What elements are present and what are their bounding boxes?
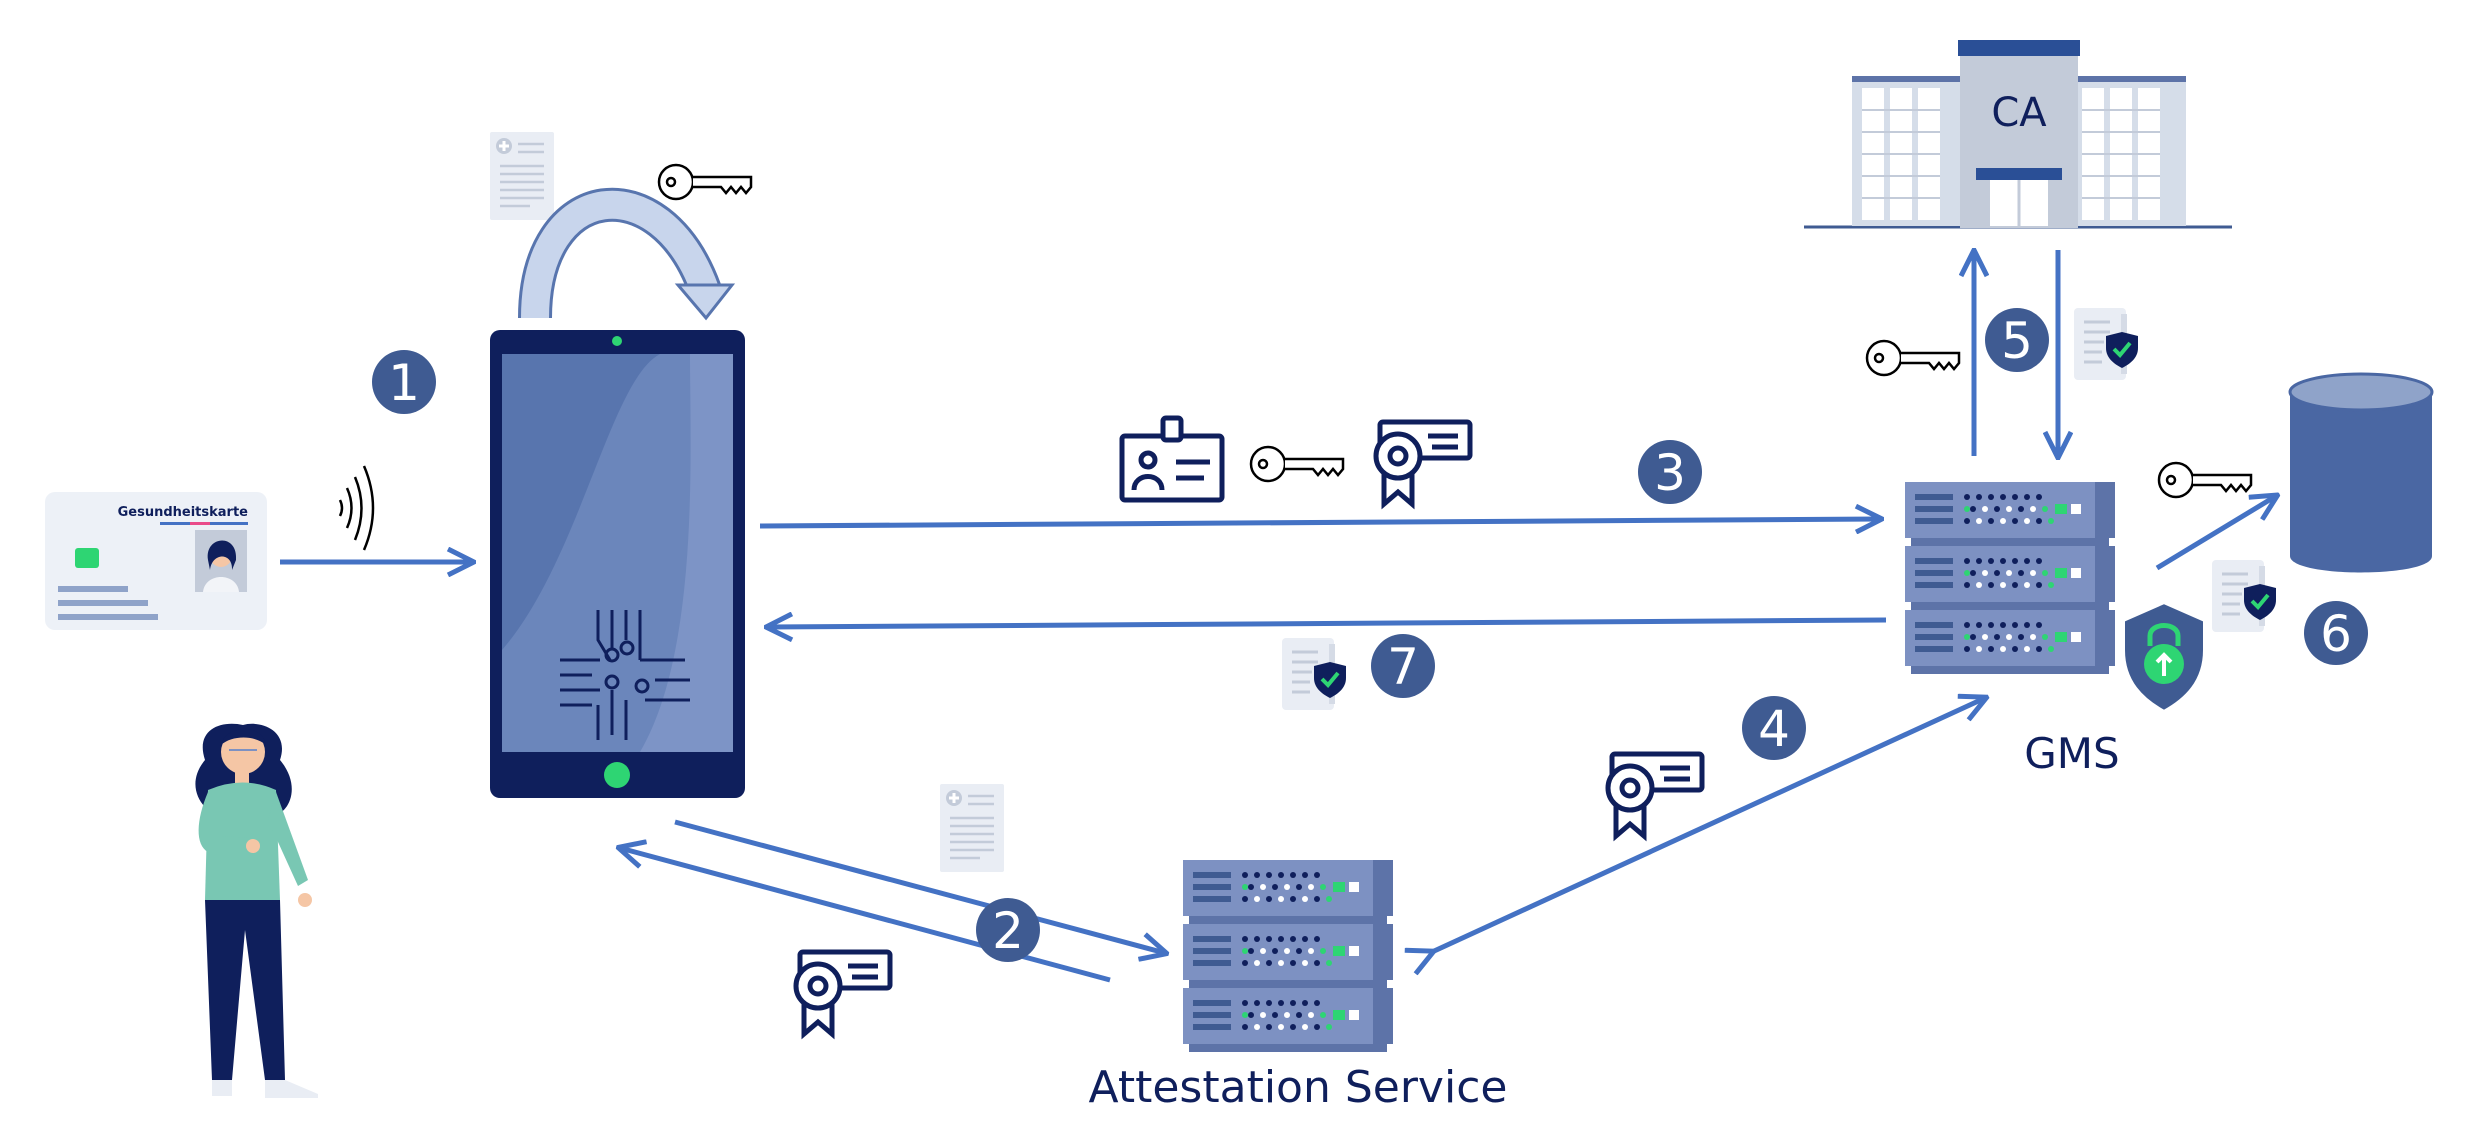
- svg-text:5: 5: [2001, 312, 2033, 370]
- chip-circuit-icon: [560, 610, 690, 740]
- signed-document-icon: [2212, 560, 2276, 632]
- svg-text:2: 2: [992, 902, 1024, 960]
- svg-text:4: 4: [1758, 700, 1790, 758]
- id-badge-icon: [1119, 415, 1225, 503]
- step-badge-4: 4: [1742, 696, 1806, 760]
- key-icon: [1865, 339, 1961, 377]
- local-key-generation: [488, 130, 753, 321]
- mobile-device: [490, 330, 745, 798]
- document-icon: [488, 130, 556, 222]
- svg-text:6: 6: [2320, 605, 2352, 663]
- database-icon: [2288, 372, 2434, 573]
- user-figure: [195, 723, 318, 1098]
- step-badge-5: 5: [1985, 308, 2049, 372]
- certificate-icon: [1376, 422, 1470, 504]
- ca-building: [1804, 40, 2232, 229]
- attestation-to-tablet-arrow: [620, 848, 1111, 983]
- ca-label: CA: [1991, 90, 2047, 136]
- step-badge-6: 6: [2304, 601, 2368, 665]
- gms-server: [1905, 482, 2115, 674]
- signed-document-icon: [1282, 638, 1346, 710]
- svg-text:7: 7: [1387, 638, 1419, 696]
- certificate-icon: [796, 952, 890, 1034]
- certificate-icon: [1608, 754, 1702, 836]
- tablet-to-attestation-arrow: [674, 819, 1165, 953]
- step-badge-3: 3: [1638, 440, 1702, 504]
- nfc-icon: [338, 465, 375, 551]
- svg-text:3: 3: [1654, 444, 1686, 502]
- step-badge-7: 7: [1371, 634, 1435, 698]
- health-card-label: Gesundheitskarte: [118, 505, 249, 520]
- key-icon: [657, 163, 753, 201]
- step-badge-2: 2: [976, 898, 1040, 962]
- svg-text:1: 1: [388, 354, 420, 412]
- attestation-server: [1183, 860, 1393, 1052]
- card-photo-avatar: [195, 530, 247, 592]
- attestation-service-label: Attestation Service: [1089, 1062, 1508, 1113]
- step-badge-1: 1: [372, 350, 436, 414]
- key-icon: [2157, 461, 2253, 499]
- document-icon: [938, 782, 1006, 874]
- lock-shield-icon: [2121, 599, 2207, 715]
- chip-icon: [75, 548, 99, 568]
- gms-label: GMS: [2024, 729, 2119, 778]
- attestation-gms-arrow: [1432, 698, 1985, 952]
- key-icon: [1249, 445, 1345, 483]
- gms-to-database-arrow: [2155, 496, 2276, 571]
- health-card: Gesundheitskarte: [45, 492, 267, 630]
- signed-document-icon: [2074, 308, 2138, 380]
- home-button[interactable]: [604, 762, 630, 788]
- tablet-to-gms-arrow: [759, 519, 1880, 526]
- gms-to-tablet-arrow: [768, 620, 1887, 627]
